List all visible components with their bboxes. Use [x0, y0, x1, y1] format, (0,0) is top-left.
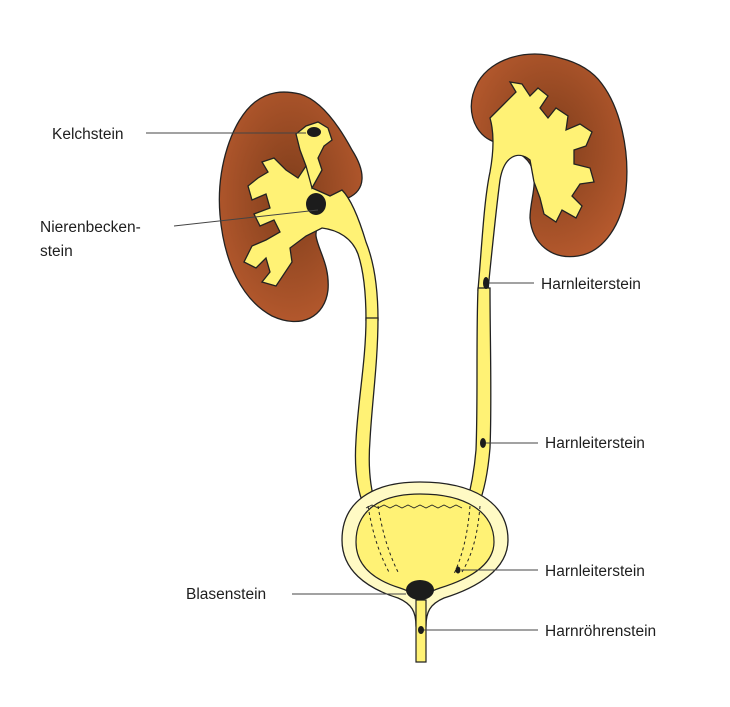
- right-kidney: [471, 54, 627, 290]
- ureter-stone-upper: [483, 277, 489, 289]
- ureter-stone-middle: [480, 438, 486, 448]
- urethral-stone: [418, 626, 424, 634]
- left-kidney: [219, 92, 378, 321]
- calyx-stone: [307, 127, 321, 137]
- label-nierenbecken-line1: Nierenbecken-: [40, 219, 141, 236]
- right-ureter: [466, 288, 491, 506]
- label-kelchstein: Kelchstein: [52, 126, 124, 143]
- renal-pelvis-stone: [306, 193, 326, 215]
- label-harnleiterstein-upper: Harnleiterstein: [541, 276, 641, 293]
- label-harnroehrenstein: Harnröhrenstein: [545, 623, 656, 640]
- ureters: [355, 288, 490, 506]
- label-nierenbecken-line2: stein: [40, 243, 73, 260]
- left-ureter: [355, 318, 378, 506]
- label-harnleiterstein-middle: Harnleiterstein: [545, 435, 645, 452]
- label-blasenstein: Blasenstein: [186, 586, 266, 603]
- bladder: [342, 482, 508, 662]
- bladder-stone: [406, 580, 434, 600]
- ureter-stone-intramural: [456, 567, 461, 574]
- label-harnleiterstein-lower: Harnleiterstein: [545, 563, 645, 580]
